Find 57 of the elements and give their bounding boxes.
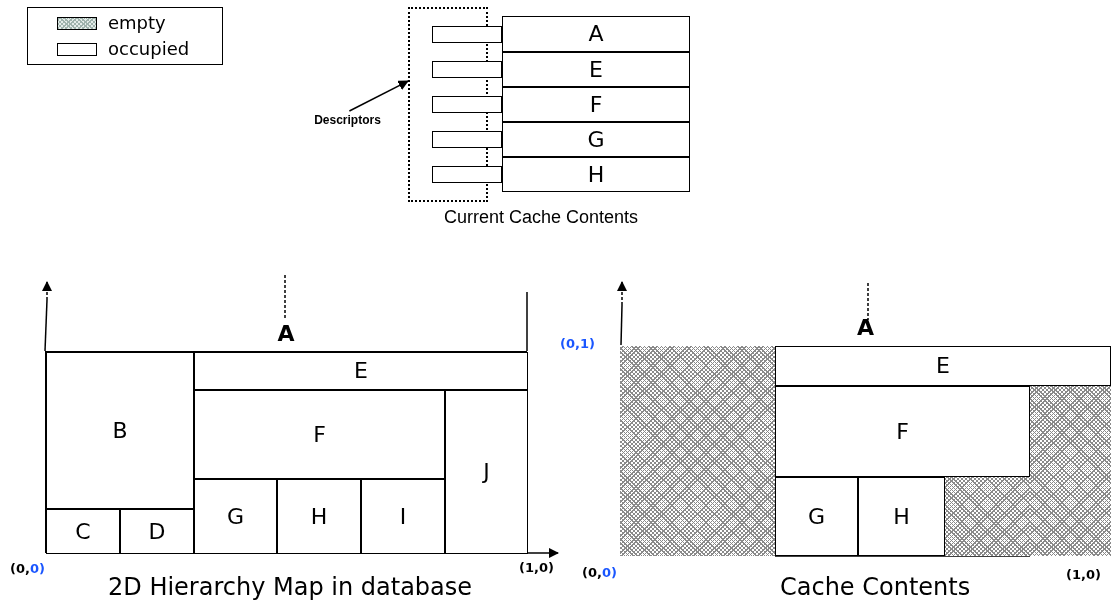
region-label: E: [936, 355, 950, 377]
cache-row: [502, 157, 690, 192]
empty-region: [620, 346, 775, 556]
coordinate-label: (1,0): [1066, 568, 1101, 583]
region-box: [46, 509, 120, 554]
region-label: F: [313, 423, 326, 446]
descriptor-slot: [432, 166, 502, 183]
region-label: A: [857, 317, 874, 339]
descriptor-slot: [432, 61, 502, 78]
region-box: [120, 509, 194, 554]
coordinate-label: (1,0): [519, 561, 554, 576]
region-box: [775, 346, 1111, 386]
region-box: [194, 479, 277, 554]
region-label: A: [588, 23, 604, 45]
cache-row: [502, 87, 690, 122]
coordinate-label: (0,1): [560, 337, 595, 352]
region-label: F: [589, 93, 603, 116]
region-label: I: [399, 505, 407, 528]
descriptor-slot: [432, 26, 502, 43]
region-box: [277, 479, 361, 554]
cache-row: [502, 16, 690, 52]
coordinate-label: (0,0): [10, 562, 45, 577]
legend-text: empty: [108, 14, 166, 32]
region-label: H: [310, 505, 328, 528]
empty-region: [1030, 386, 1111, 556]
region-box: [194, 390, 445, 479]
coordinate-label: (0,0): [582, 566, 617, 581]
region-label: G: [587, 128, 605, 151]
descriptor-slot: [432, 131, 502, 148]
cache-row: [502, 122, 690, 157]
region-label: F: [896, 420, 909, 443]
region-label: G: [807, 505, 826, 528]
region-label: D: [148, 520, 166, 543]
descriptors-label: Descriptors: [314, 114, 381, 126]
region-label: B: [112, 419, 128, 442]
region-label: C: [75, 520, 91, 543]
caption: Current Cache Contents: [444, 208, 639, 228]
region-box: [46, 352, 194, 509]
caption: Cache Contents: [780, 574, 971, 601]
caption: 2D Hierarchy Map in database: [108, 574, 473, 601]
region-box: [445, 390, 528, 554]
region-label: E: [354, 360, 368, 382]
region-label: H: [893, 505, 910, 528]
cache-row: [502, 52, 690, 87]
region-box: [775, 477, 858, 556]
region-label: J: [483, 461, 490, 483]
region-box: [775, 386, 1030, 477]
region-box: [194, 352, 528, 390]
region-box: [858, 477, 945, 556]
region-label: A: [277, 323, 295, 345]
legend-text: occupied: [108, 40, 190, 58]
arrow: [348, 80, 409, 112]
region-label: E: [589, 58, 603, 81]
region-box: [361, 479, 445, 554]
descriptor-slot: [432, 96, 502, 113]
region-label: H: [587, 163, 605, 186]
region-label: G: [226, 505, 245, 528]
